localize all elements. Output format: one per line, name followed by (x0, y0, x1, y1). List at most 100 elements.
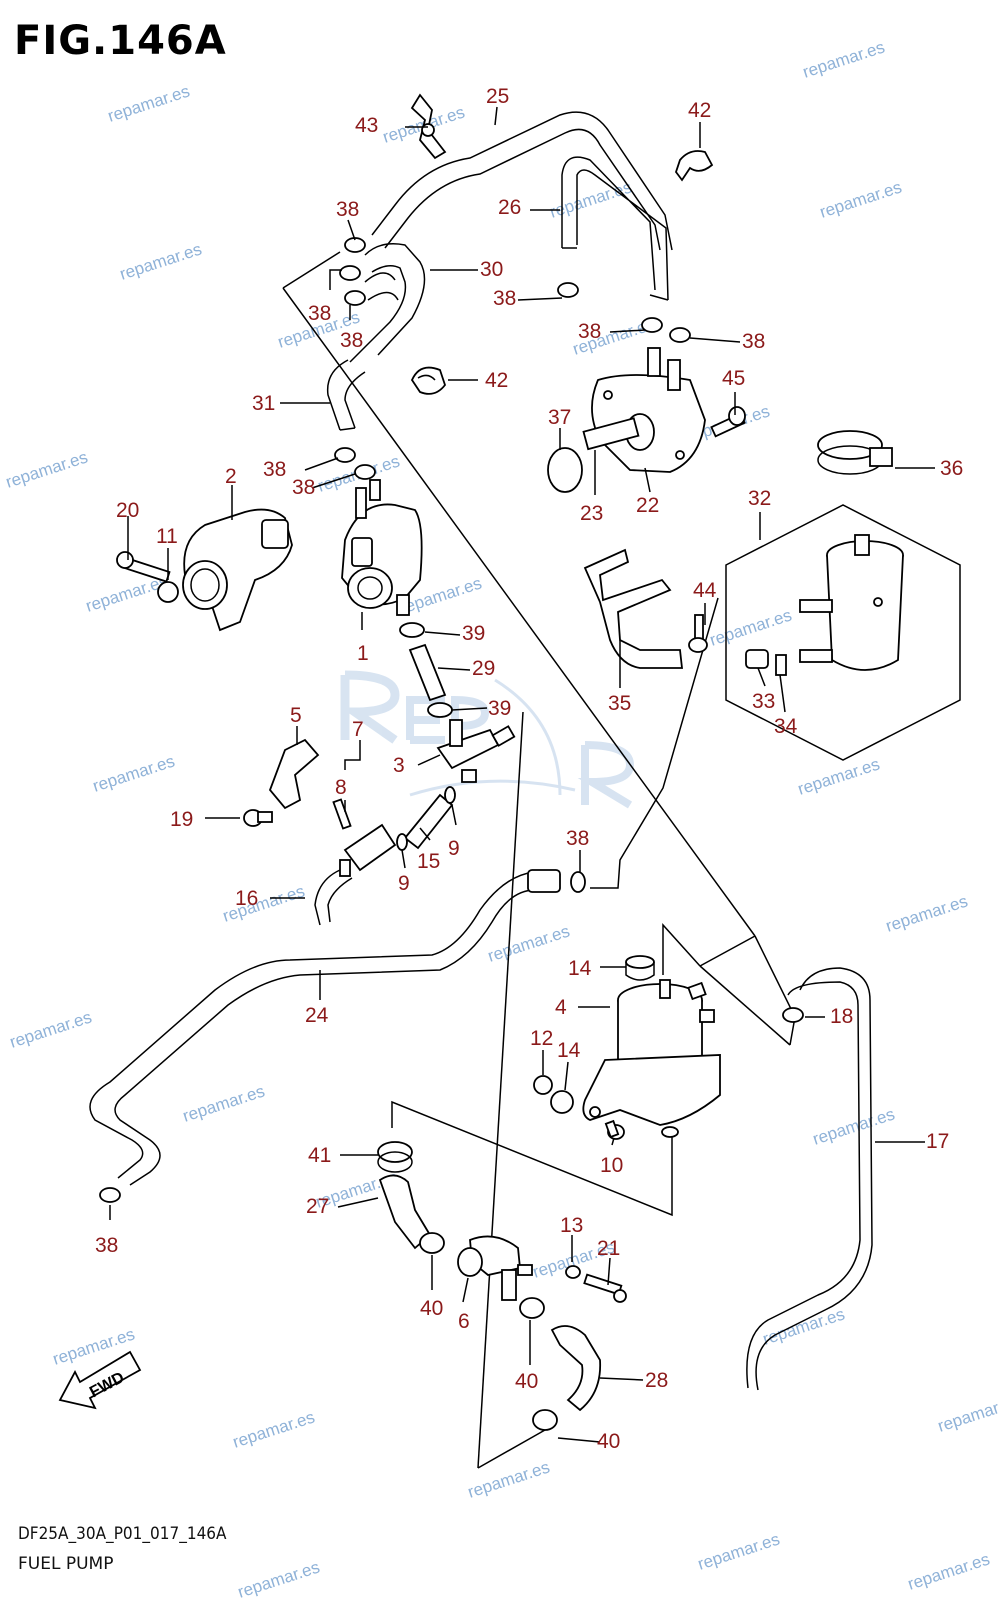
hose-15 (403, 793, 454, 850)
callout-38: 38 (742, 330, 765, 353)
grommet-14-top (625, 955, 655, 981)
callout-45: 45 (722, 367, 745, 390)
callout-26: 26 (498, 196, 521, 219)
callout-38: 38 (340, 329, 363, 352)
callout-32: 32 (748, 487, 771, 510)
clip-42-lower (410, 366, 447, 395)
callout-42: 42 (485, 369, 508, 392)
watermark: repamar.es (230, 1407, 317, 1451)
callout-29: 29 (472, 657, 495, 680)
callout-33: 33 (752, 690, 775, 713)
callout-34: 34 (774, 715, 798, 738)
callout-41: 41 (308, 1144, 331, 1167)
bracket-35 (583, 548, 684, 669)
callout-43: 43 (355, 114, 378, 137)
callout-30: 30 (480, 258, 503, 281)
callout-42: 42 (688, 99, 711, 122)
watermark: repamar.es (905, 1549, 992, 1593)
collar-12 (533, 1075, 553, 1095)
watermark: repamar.es (485, 921, 572, 965)
callout-39: 39 (488, 697, 511, 720)
callout-16: 16 (235, 887, 258, 910)
hose-25 (371, 111, 673, 251)
callout-22: 22 (636, 494, 659, 517)
oring-37 (547, 447, 583, 493)
watermark: repamar.es (707, 605, 794, 649)
callout-40: 40 (597, 1430, 620, 1453)
callout-40: 40 (420, 1297, 443, 1320)
vapor-separator-1 (341, 479, 423, 616)
clamp-39-lower (427, 702, 453, 718)
connector-6 (457, 1235, 533, 1301)
bolt-19 (243, 809, 273, 827)
hose-17 (746, 967, 873, 1391)
bolt-20 (116, 551, 171, 583)
collar-11 (157, 581, 179, 603)
oring-9b (444, 786, 456, 804)
watermark: repamar.es (7, 1007, 94, 1051)
assembly-outline (282, 251, 961, 1469)
callout-2: 2 (225, 465, 237, 488)
watermark: repamar.es (760, 1304, 847, 1348)
callout-3: 3 (393, 754, 405, 777)
callout-9: 9 (448, 837, 460, 860)
mechanical-pump-22 (582, 347, 706, 473)
figure-code: DF25A_30A_P01_017_146A (18, 1524, 227, 1544)
callout-7: 7 (352, 718, 364, 741)
hose-29 (408, 643, 447, 702)
callout-38: 38 (292, 476, 315, 499)
callout-38: 38 (578, 320, 601, 343)
figure-title: FIG.146A (14, 18, 227, 64)
watermark: repamar.es (117, 239, 204, 283)
watermark: repamar.es (105, 81, 192, 125)
callout-40: 40 (515, 1370, 538, 1393)
hose-31 (326, 359, 366, 431)
clip-34 (775, 654, 787, 676)
watermark: repamar.es (800, 37, 887, 81)
fuel-filter-32 (799, 534, 904, 671)
figure-name: FUEL PUMP (18, 1554, 114, 1574)
callout-28: 28 (645, 1369, 668, 1392)
watermark: repamar.es (220, 881, 307, 925)
callout-14: 14 (568, 957, 592, 980)
clamp-40a (419, 1232, 445, 1254)
bolt-45 (710, 406, 746, 438)
callout-37: 37 (548, 406, 571, 429)
callout-23: 23 (580, 502, 603, 525)
watermark: repamar.es (180, 1081, 267, 1125)
callouts: 43 25 42 26 38 30 38 38 38 38 38 42 45 3… (95, 85, 963, 1453)
callout-38: 38 (336, 198, 359, 221)
callout-38: 38 (95, 1234, 118, 1257)
clip-42-top (674, 150, 714, 182)
valve-7 (332, 798, 397, 877)
callout-10: 10 (600, 1154, 623, 1177)
clamp-40b (519, 1297, 545, 1319)
callout-20: 20 (116, 499, 139, 522)
hose-30 (349, 243, 426, 363)
oring-9a (396, 833, 408, 851)
callout-12: 12 (530, 1027, 553, 1050)
watermark: repamar.es (3, 447, 90, 491)
callout-18: 18 (830, 1005, 853, 1028)
hose-28 (550, 1325, 602, 1412)
callout-1: 1 (357, 642, 369, 665)
watermark: repamar.es (235, 1557, 322, 1600)
hose-16 (314, 869, 353, 926)
watermark: repamar.es (547, 177, 634, 221)
callout-21: 21 (597, 1237, 620, 1260)
callout-11: 11 (156, 525, 178, 548)
bolt-44 (688, 614, 708, 653)
grommet-14-lower (550, 1090, 574, 1114)
callout-9: 9 (398, 872, 410, 895)
callout-5: 5 (290, 704, 302, 727)
bracket-5 (268, 738, 320, 810)
watermark: repamar.es (817, 177, 904, 221)
watermark: repamar.es (695, 1529, 782, 1573)
hose-clamp-36 (817, 430, 893, 475)
callout-6: 6 (458, 1310, 470, 1333)
callout-25: 25 (486, 85, 509, 108)
hose-26 (561, 156, 669, 301)
callout-17: 17 (926, 1130, 949, 1153)
bolt-10 (604, 1119, 625, 1140)
